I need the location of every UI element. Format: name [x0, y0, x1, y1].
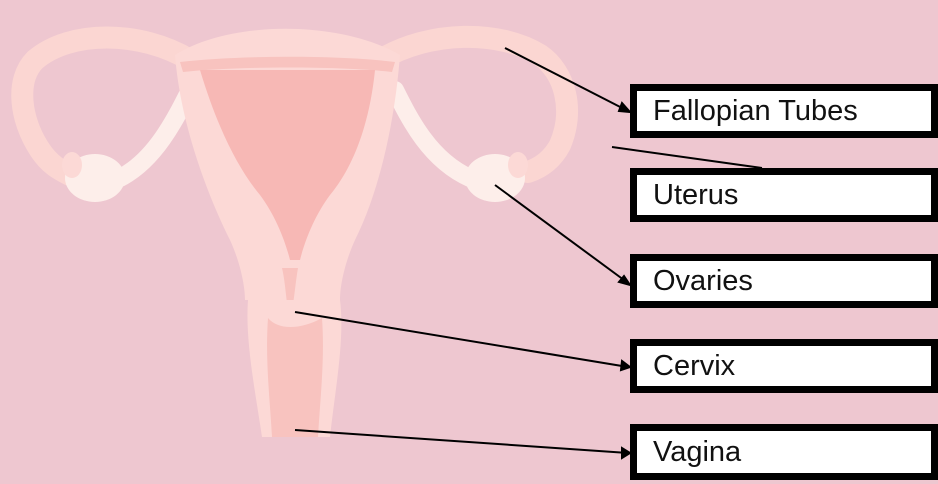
label-uterus: Uterus [630, 168, 938, 222]
pointer-line-ovaries [495, 185, 628, 283]
label-cervix: Cervix [630, 339, 938, 393]
label-cervix-text: Cervix [653, 352, 735, 381]
label-uterus-text: Uterus [653, 181, 738, 210]
vagina-shape [247, 300, 341, 437]
label-ovaries-text: Ovaries [653, 267, 753, 296]
label-vagina-text: Vagina [653, 438, 741, 467]
label-fallopian-tubes: Fallopian Tubes [630, 84, 938, 138]
label-ovaries: Ovaries [630, 254, 938, 308]
label-fallopian-tubes-text: Fallopian Tubes [653, 97, 858, 126]
pointer-line-cervix [295, 312, 628, 367]
pointer-line-uterus [612, 147, 762, 168]
pointer-arrowhead-fallopian-tubes [619, 103, 630, 112]
pointer-arrowhead-cervix [621, 361, 630, 370]
pointer-line-vagina [295, 430, 628, 453]
label-vagina: Vagina [630, 424, 938, 480]
pointer-arrowhead-vagina [622, 448, 630, 458]
